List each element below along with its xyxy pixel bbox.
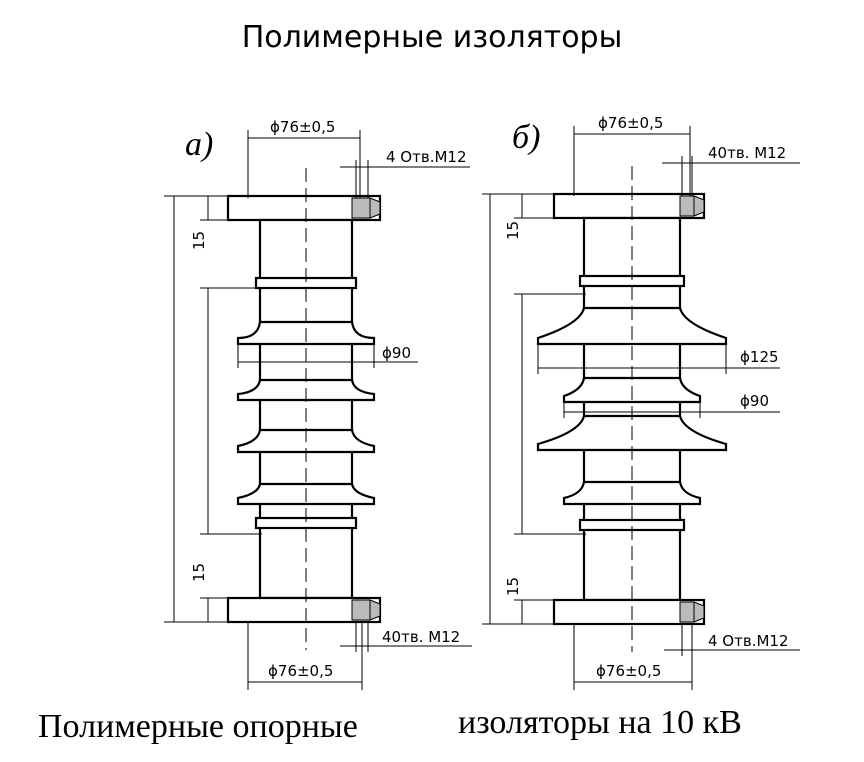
left-bottom-flange-dim: ϕ76±0,5 xyxy=(268,662,333,680)
right-bottom-flange-dim: ϕ76±0,5 xyxy=(596,662,661,680)
right-top-flange-dim: ϕ76±0,5 xyxy=(598,114,663,132)
left-bottom-holes: 40тв. М12 xyxy=(382,628,460,646)
left-shed-dim: ϕ90 xyxy=(382,344,411,362)
left-bottom-hole xyxy=(351,599,371,621)
left-insulator: а) ϕ76±0,5 4 Отв.М12 xyxy=(164,118,472,690)
right-small-shed-dim: ϕ90 xyxy=(740,392,769,410)
right-bottom-hole xyxy=(679,601,695,623)
right-top-flange-height: 15 xyxy=(504,221,522,240)
caption-left: Полимерные опорные xyxy=(38,708,358,745)
left-top-flange-dim: ϕ76±0,5 xyxy=(270,118,335,136)
left-top-flange-height: 15 xyxy=(190,231,208,250)
right-insulator-label: б) xyxy=(512,119,540,156)
left-insulator-label: а) xyxy=(185,126,213,163)
right-insulator: б) ϕ76±0,5 40тв. М12 xyxy=(482,114,800,690)
page-title: Полимерные изоляторы xyxy=(241,20,623,55)
right-bottom-holes: 4 Отв.М12 xyxy=(708,632,789,650)
caption-right: изоляторы на 10 кВ xyxy=(458,704,742,741)
left-top-holes: 4 Отв.М12 xyxy=(386,148,467,166)
right-top-holes: 40тв. М12 xyxy=(708,144,786,162)
right-top-hole xyxy=(679,195,695,217)
left-top-hole xyxy=(351,197,371,219)
right-large-shed-dim: ϕ125 xyxy=(740,348,779,366)
right-bottom-flange-height: 15 xyxy=(504,577,522,596)
right-bottom-flange xyxy=(552,598,706,626)
left-bottom-flange-height: 15 xyxy=(190,563,208,582)
